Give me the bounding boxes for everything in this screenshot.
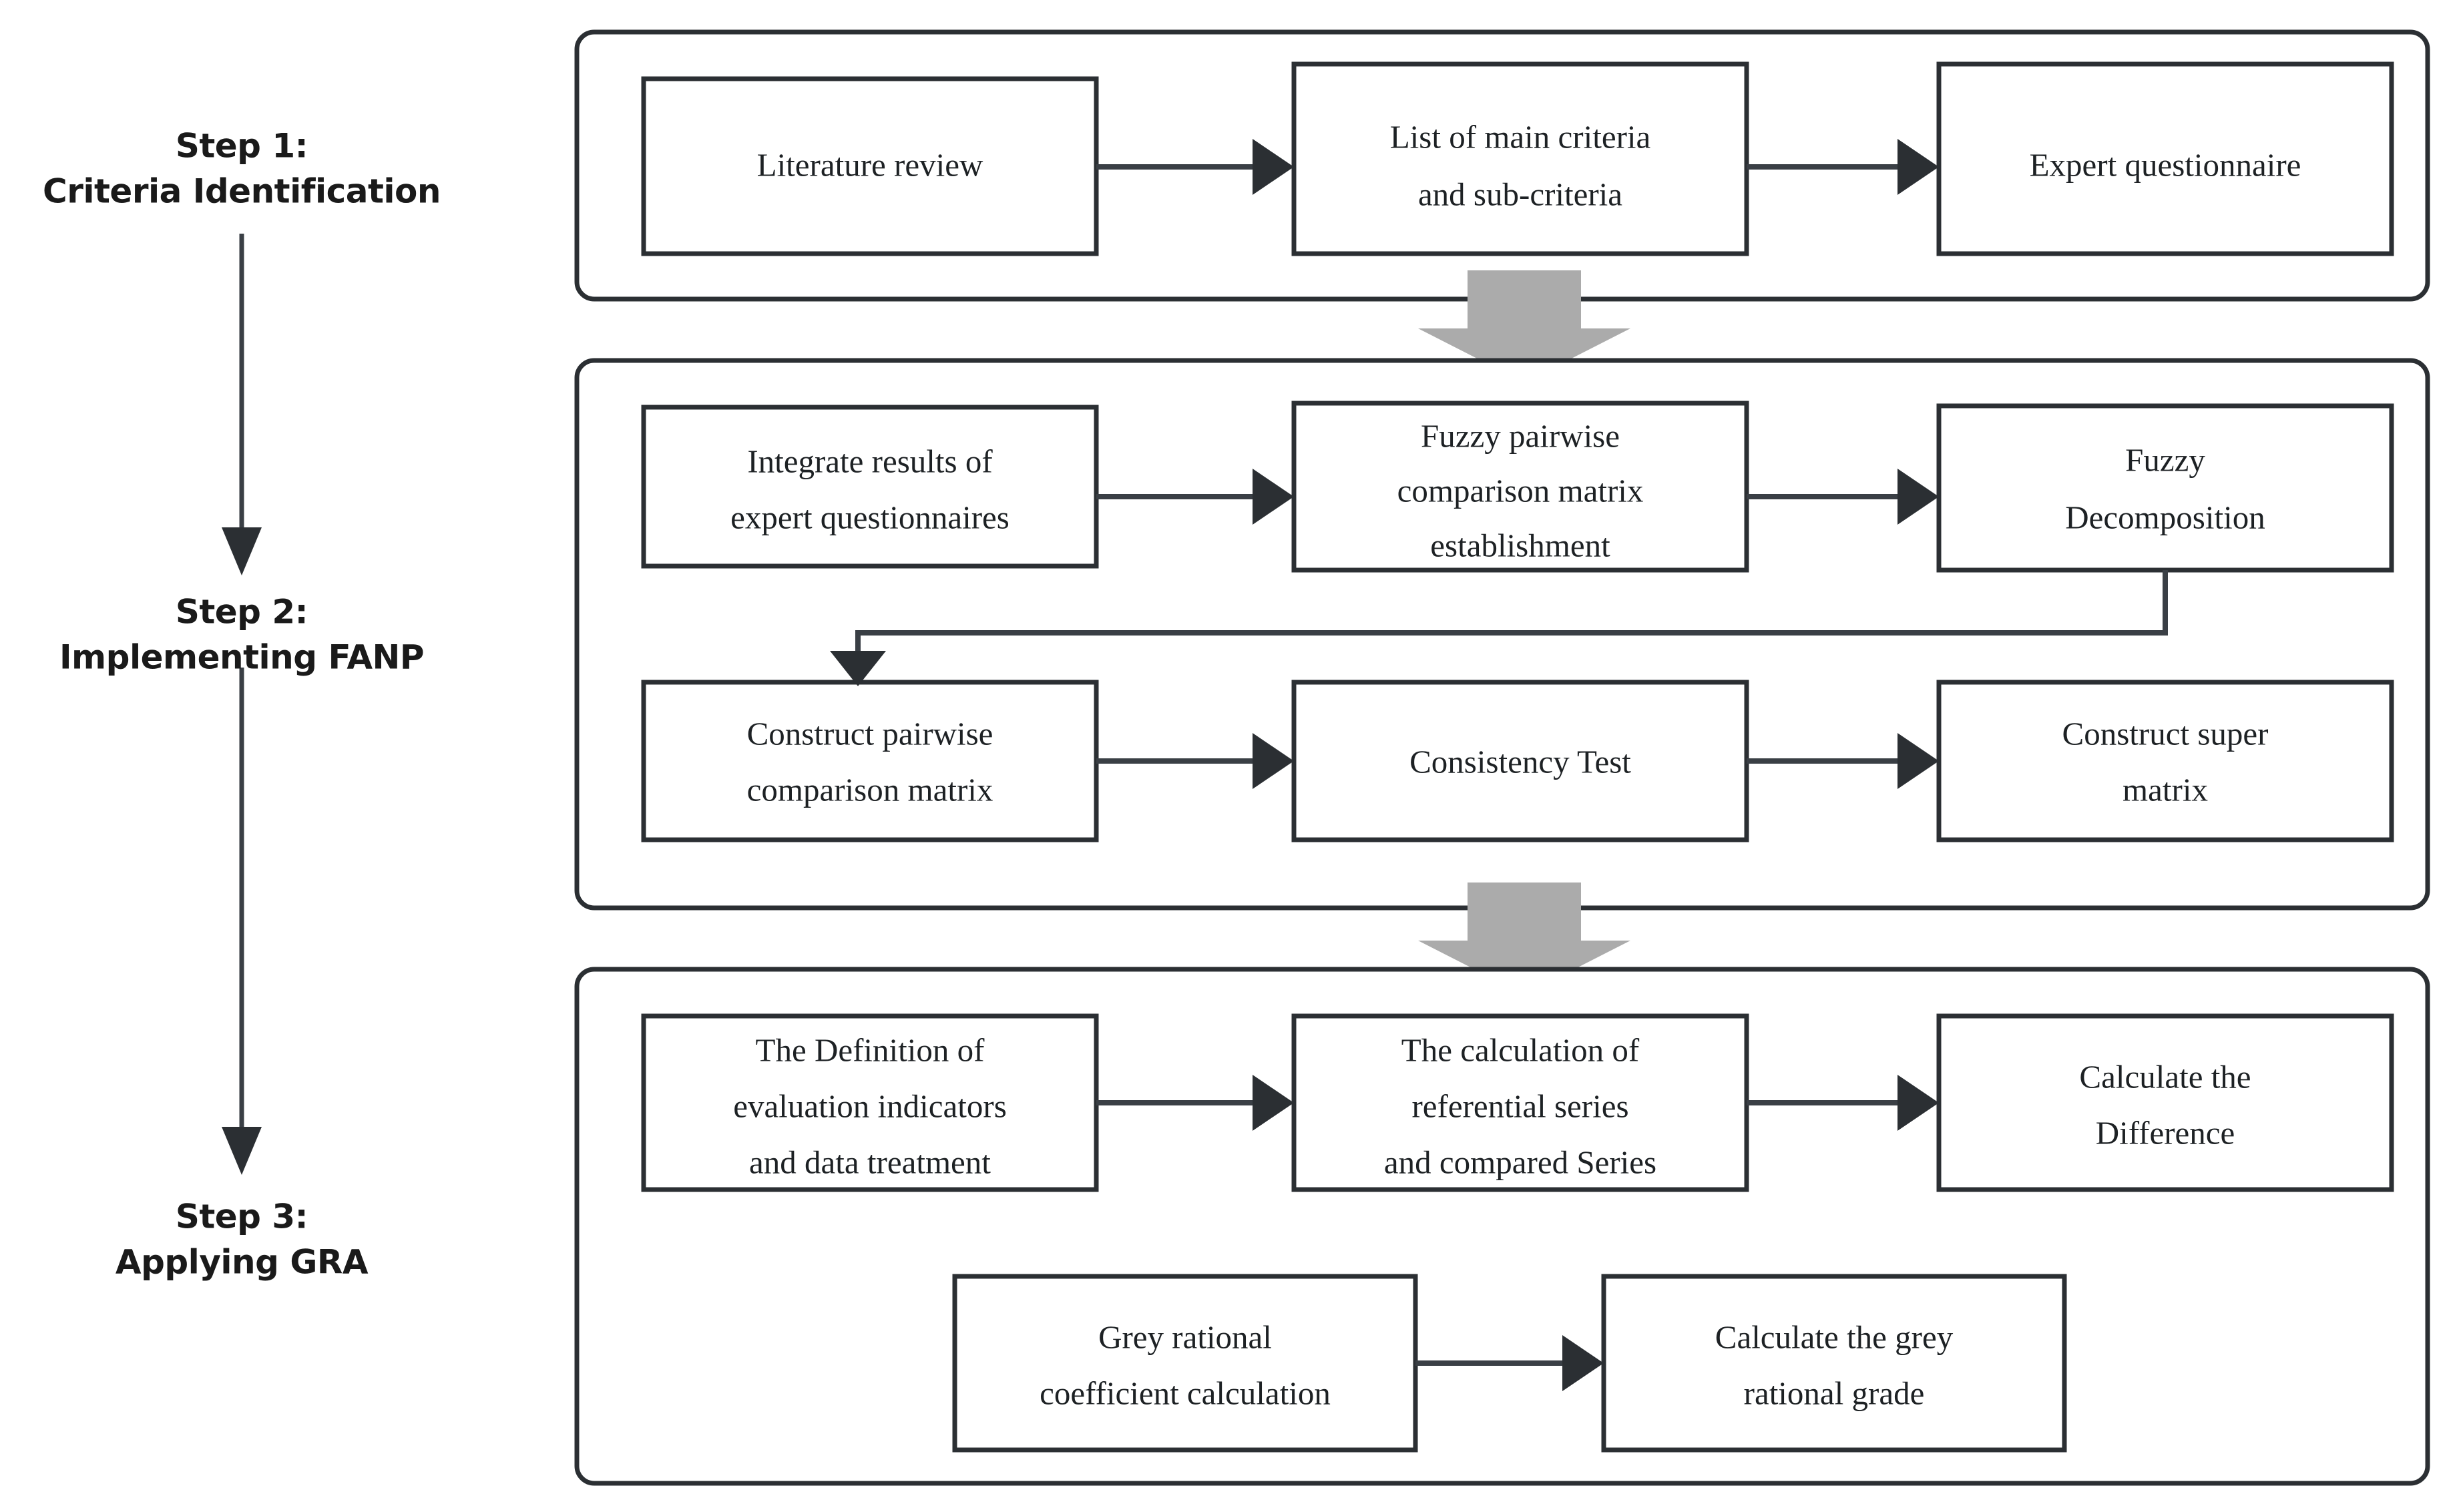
node-grey-grade-line-1: Calculate the grey: [1715, 1318, 1954, 1355]
node-fuzzy-pairwise-line-3: establishment: [1430, 527, 1610, 563]
node-grey-coefficient-line-1: Grey rational: [1098, 1318, 1272, 1355]
node-fuzzy-decomposition[interactable]: [1936, 403, 2394, 573]
node-fuzzy-pairwise-line-1: Fuzzy pairwise: [1421, 417, 1620, 454]
node-list-of-criteria[interactable]: [1291, 61, 1749, 256]
node-construct-super-matrix[interactable]: [1936, 680, 2394, 842]
node-calculate-difference-line-2: Difference: [2096, 1114, 2235, 1151]
conn-calculation-to-difference: [1747, 1075, 1939, 1131]
node-integrate-results[interactable]: [641, 405, 1099, 569]
step-label-1: Step 1: Criteria Identification: [43, 127, 441, 211]
node-grey-grade-line-2: rational grade: [1744, 1374, 1925, 1411]
node-calculation-series-line-3: and compared Series: [1384, 1144, 1656, 1180]
step-label-2: Step 2: Implementing FANP: [59, 593, 425, 677]
node-definition-indicators[interactable]: [641, 1013, 1099, 1192]
node-integrate-results-line-1: Integrate results of: [747, 443, 993, 479]
step-1-line-1: Step 1:: [176, 127, 308, 166]
node-construct-pairwise-line-1: Construct pairwise: [747, 715, 993, 752]
node-grey-coefficient[interactable]: [952, 1274, 1418, 1453]
node-expert-questionnaire[interactable]: [1936, 61, 2394, 256]
conn-integrate-to-fuzzy: [1096, 469, 1294, 525]
conn-coefficient-to-grade: [1415, 1335, 1604, 1391]
spine-arrowhead-step2: [222, 527, 262, 575]
node-fuzzy-pairwise[interactable]: [1291, 401, 1749, 573]
conn-decomp-to-construct: [830, 570, 2168, 686]
step-1-line-2: Criteria Identification: [43, 172, 441, 211]
node-literature-review[interactable]: [641, 76, 1099, 256]
node-construct-pairwise[interactable]: [641, 680, 1099, 842]
step-2-line-1: Step 2:: [176, 593, 308, 632]
conn-definition-to-calculation: [1096, 1075, 1294, 1131]
node-fuzzy-decomposition-line-1: Fuzzy: [2125, 441, 2205, 478]
node-calculation-series-line-2: referential series: [1411, 1087, 1628, 1124]
node-fuzzy-pairwise-line-2: comparison matrix: [1397, 472, 1644, 509]
step-3-line-2: Applying GRA: [116, 1243, 369, 1282]
node-calculate-difference[interactable]: [1936, 1013, 2394, 1192]
step-2-line-2: Implementing FANP: [59, 638, 424, 677]
node-definition-indicators-line-2: evaluation indicators: [733, 1087, 1007, 1124]
node-fuzzy-decomposition-line-2: Decomposition: [2065, 499, 2265, 535]
node-calculation-series-line-1: The calculation of: [1401, 1031, 1640, 1068]
node-calculate-difference-line-1: Calculate the: [2079, 1058, 2251, 1095]
conn-consistency-to-super: [1747, 733, 1939, 789]
node-definition-indicators-line-1: The Definition of: [756, 1031, 985, 1068]
stage-arrow-1-to-2-icon: [1418, 270, 1630, 383]
step-label-3: Step 3: Applying GRA: [116, 1198, 369, 1282]
spine-arrowhead-step3: [222, 1127, 262, 1175]
node-literature-review-line-1: Literature review: [757, 146, 983, 183]
step-3-line-1: Step 3:: [176, 1198, 308, 1236]
node-construct-super-matrix-line-1: Construct super: [2062, 715, 2269, 752]
conn-list-to-expert: [1747, 139, 1939, 195]
node-consistency-test-line-1: Consistency Test: [1409, 743, 1631, 780]
conn-fuzzy-to-decomp: [1747, 469, 1939, 525]
node-list-of-criteria-line-2: and sub-criteria: [1418, 176, 1622, 212]
node-integrate-results-line-2: expert questionnaires: [730, 499, 1010, 535]
stage-arrow-2-to-3-icon: [1418, 883, 1630, 995]
node-grey-coefficient-line-2: coefficient calculation: [1040, 1374, 1331, 1411]
node-list-of-criteria-line-1: List of main criteria: [1390, 118, 1651, 155]
node-construct-pairwise-line-2: comparison matrix: [747, 771, 993, 808]
conn-lit-to-list: [1096, 139, 1294, 195]
conn-construct-to-consistency: [1096, 733, 1294, 789]
node-definition-indicators-line-3: and data treatment: [749, 1144, 991, 1180]
node-calculation-series[interactable]: [1291, 1013, 1749, 1192]
node-expert-questionnaire-line-1: Expert questionnaire: [2030, 146, 2301, 183]
node-construct-super-matrix-line-2: matrix: [2122, 771, 2208, 808]
node-grey-grade[interactable]: [1601, 1274, 2067, 1453]
step-spine: [222, 234, 262, 1175]
